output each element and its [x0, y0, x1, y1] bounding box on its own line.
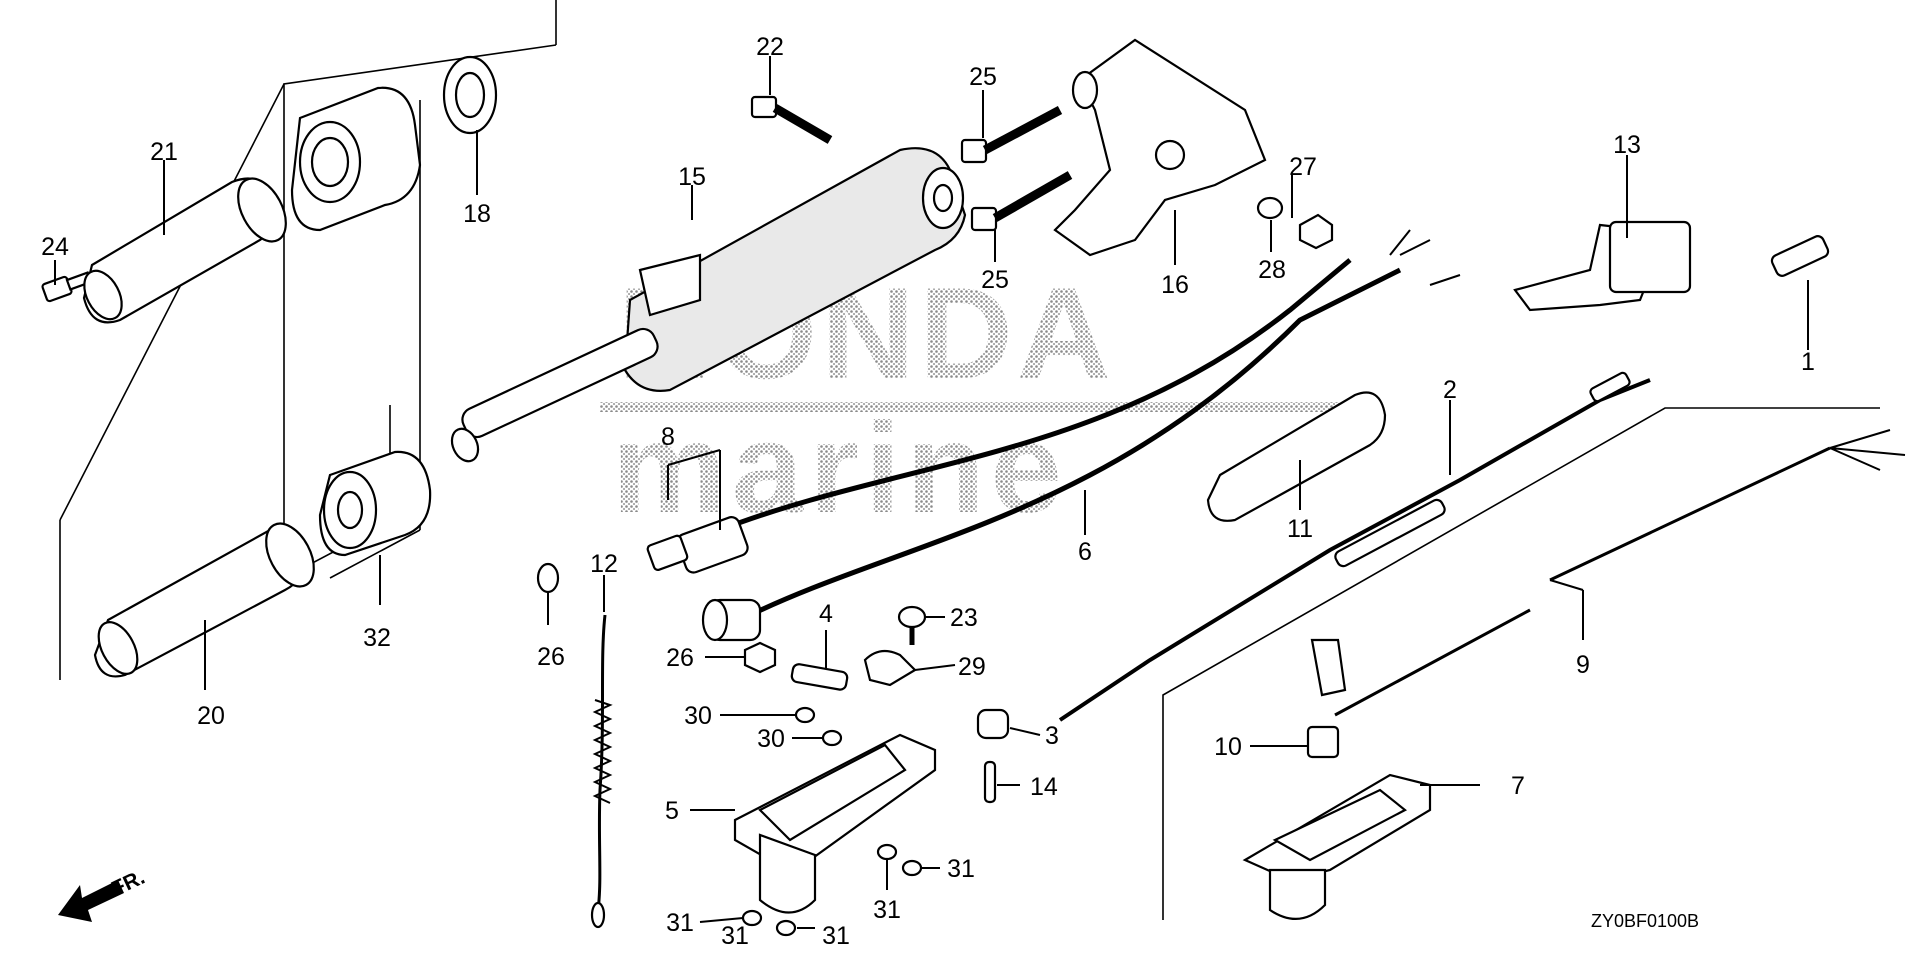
- part-23-screw: [897, 605, 927, 645]
- callout-11: 11: [1287, 515, 1313, 543]
- callout-15: 15: [678, 163, 706, 191]
- part-5-console: [733, 733, 937, 914]
- leader-lines: [54, 56, 1809, 929]
- callout-1: 1: [1801, 348, 1815, 376]
- part-12-lanyard: [590, 614, 613, 929]
- callout-7: 7: [1511, 772, 1525, 800]
- callout-25-bottom: 25: [981, 266, 1009, 294]
- part-30-screws: [794, 706, 843, 747]
- drawing-code: ZY0BF0100B: [1591, 911, 1699, 931]
- callout-27: 27: [1289, 153, 1317, 181]
- part-31-screws: [741, 843, 923, 937]
- front-direction-arrow: FR.: [58, 866, 148, 922]
- callout-26-right: 26: [666, 644, 694, 672]
- part-28-washer: [1256, 196, 1284, 220]
- part-16-bracket: [1053, 38, 1267, 257]
- callout-9: 9: [1576, 651, 1590, 679]
- part-29-clamp: [863, 649, 917, 687]
- section-divider: [1162, 407, 1880, 920]
- callout-30-left: 30: [684, 702, 712, 730]
- part-20-grip: [93, 522, 315, 678]
- callout-20: 20: [197, 702, 225, 730]
- callout-13: 13: [1613, 131, 1641, 159]
- callout-numbers: 22 25 25 18 21 24 15 16 27 28 13 1 2 11 …: [41, 33, 1815, 950]
- callout-28: 28: [1258, 256, 1286, 284]
- callout-6: 6: [1078, 538, 1092, 566]
- part-9-wire-harness: [1334, 429, 1906, 717]
- part-4-plate: [790, 663, 849, 691]
- part-18-ring: [442, 55, 498, 135]
- callout-24: 24: [41, 233, 69, 261]
- part-27-nut: [1298, 213, 1334, 250]
- part-22-bolt: [750, 95, 833, 144]
- grip-insert-cage: [290, 86, 422, 232]
- part-15-tiller-arm: [450, 147, 967, 463]
- callout-8: 8: [661, 423, 675, 451]
- callout-12: 12: [590, 550, 618, 578]
- callout-31-a: 31: [666, 909, 694, 937]
- callout-4: 4: [819, 600, 833, 628]
- callout-31-c: 31: [873, 896, 901, 924]
- callout-2: 2: [1443, 376, 1457, 404]
- part-7-console: [1242, 773, 1432, 920]
- part-25-bolts: [960, 106, 1073, 232]
- callout-21: 21: [150, 138, 178, 166]
- callout-16: 16: [1161, 271, 1189, 299]
- callout-22: 22: [756, 33, 784, 61]
- callout-31-b: 31: [822, 922, 850, 950]
- callout-31-d: 31: [947, 855, 975, 883]
- cables: [719, 229, 1461, 623]
- callout-29: 29: [958, 653, 986, 681]
- callout-25-top: 25: [969, 63, 997, 91]
- callout-5: 5: [665, 797, 679, 825]
- callout-30-right: 30: [757, 725, 785, 753]
- part-24-bolt: [41, 271, 93, 303]
- part-3-grommet: [976, 708, 1010, 740]
- watermark-line2: marine: [612, 397, 1068, 540]
- part-26-nut: [743, 641, 777, 674]
- part-13-switch: [1513, 220, 1692, 312]
- callout-32: 32: [363, 624, 391, 652]
- callout-10: 10: [1214, 733, 1242, 761]
- callout-14: 14: [1030, 773, 1058, 801]
- part-14-pin: [983, 760, 997, 804]
- part-21-throttle-grip: [82, 177, 287, 324]
- part-26-clip: [536, 562, 560, 594]
- callout-31-e: 31: [721, 922, 749, 950]
- part-6-connector: [701, 598, 762, 642]
- callout-23: 23: [950, 604, 978, 632]
- part-1-clip: [1770, 235, 1830, 277]
- part-32-throttle-drum: [318, 450, 432, 557]
- part-10-boot: [1306, 638, 1347, 759]
- part-8-connector: [646, 516, 749, 574]
- callout-3: 3: [1045, 722, 1059, 750]
- part-11-sleeve: [1206, 391, 1387, 522]
- callout-18: 18: [463, 200, 491, 228]
- callout-26-left: 26: [537, 643, 565, 671]
- part-2-throttle-cable: [1058, 371, 1651, 722]
